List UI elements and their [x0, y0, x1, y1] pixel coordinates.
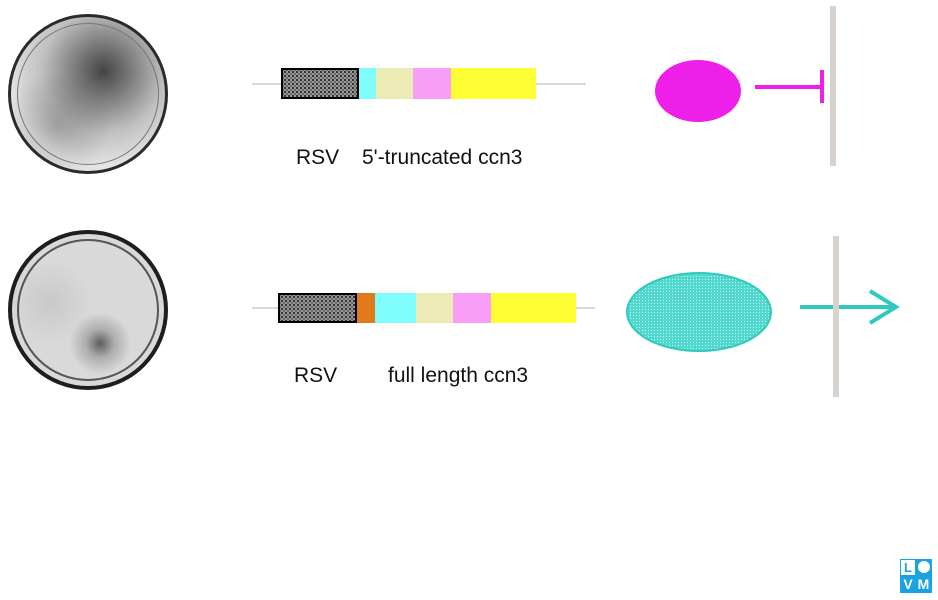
magenta-protein-ellipse	[655, 60, 741, 122]
stimulation-symbol	[626, 272, 900, 352]
petri-dish-full-length	[8, 230, 168, 390]
construct-label: 5'-truncated ccn3	[362, 146, 523, 169]
logo-letter-l: L	[901, 560, 915, 575]
logo-letter-m: M	[917, 576, 930, 592]
pink-domain-segment	[413, 68, 451, 99]
rsv-promoter-segment	[278, 293, 357, 323]
inhibition-symbol	[655, 60, 824, 122]
membrane-line	[833, 236, 839, 397]
lovm-logo: L V M	[900, 559, 932, 593]
yellow-domain-segment	[451, 68, 536, 99]
yellow-domain-segment	[491, 293, 576, 323]
logo-circle-icon	[918, 561, 930, 573]
khaki-domain-segment	[376, 68, 413, 99]
construct-label: full length ccn3	[388, 364, 529, 387]
logo-letter-v: V	[903, 576, 913, 592]
pink-domain-segment	[453, 293, 491, 323]
promoter-label: RSV	[296, 146, 340, 169]
orange-domain-segment	[357, 293, 375, 323]
petri-dish-truncated	[8, 14, 168, 174]
teal-protein-ellipse	[626, 272, 772, 352]
cyan-domain-segment	[375, 293, 416, 323]
khaki-domain-segment	[416, 293, 453, 323]
arrow-head-icon	[868, 289, 900, 325]
rsv-promoter-segment	[281, 68, 359, 99]
promoter-label: RSV	[294, 364, 338, 387]
membrane-line	[830, 6, 836, 166]
cyan-domain-segment	[359, 68, 376, 99]
